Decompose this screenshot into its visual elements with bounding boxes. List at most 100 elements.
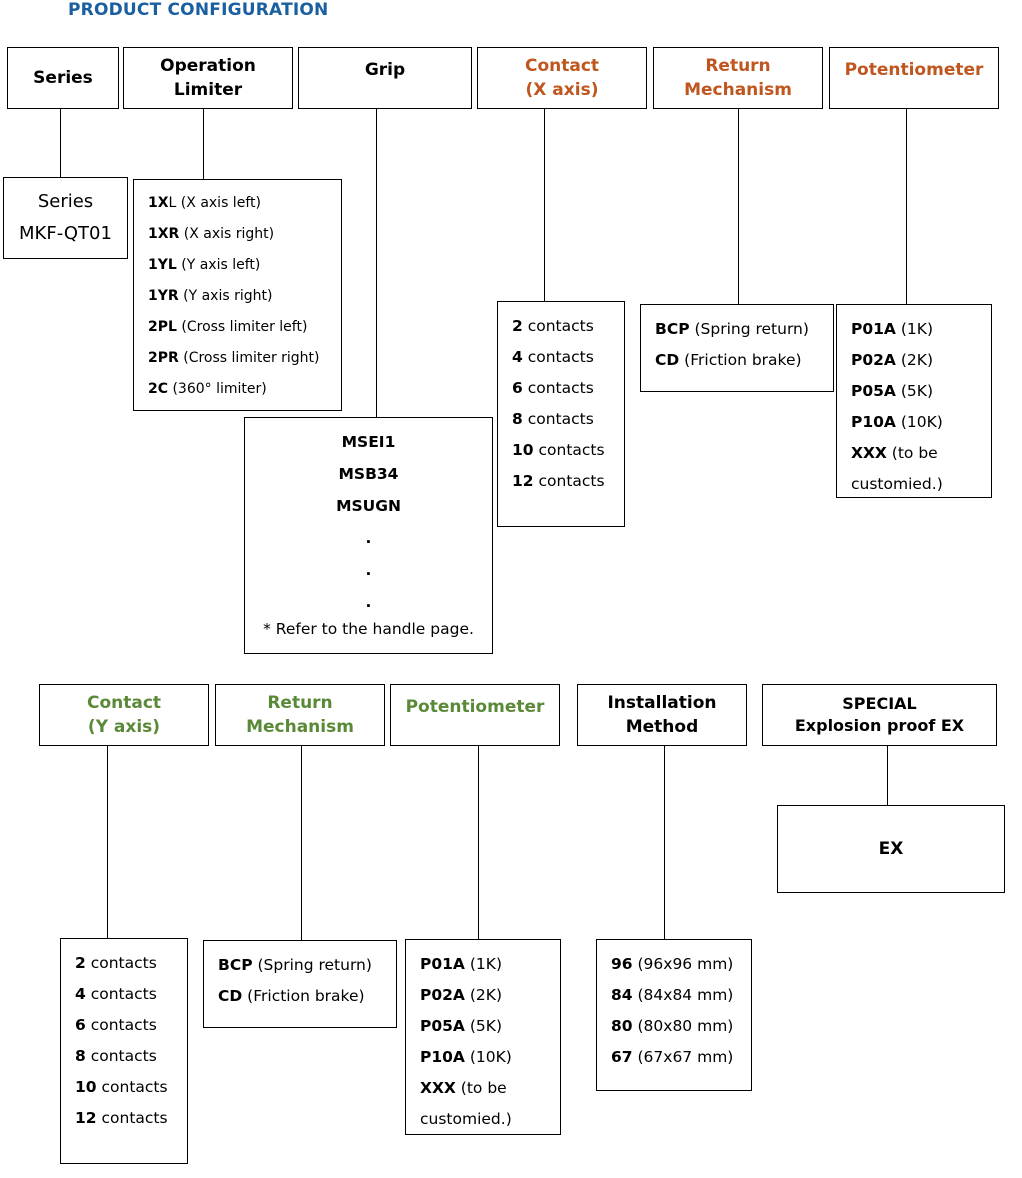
contact-x-header: Contact (X axis) (477, 47, 647, 109)
limiter-option: 2PL (Cross limiter left) (148, 319, 308, 335)
contact-x-option: 8 contacts (512, 410, 594, 428)
return-x-option: CD (Friction brake) (655, 351, 802, 369)
series-header: Series (7, 47, 119, 109)
installation-connector (664, 746, 666, 940)
potentiometer-x-option: P02A (2K) (851, 351, 933, 369)
contact-y-header-line2: (Y axis) (87, 717, 161, 737)
grip-option: MSUGN (336, 497, 401, 515)
potentiometer-y-option: P10A (10K) (420, 1048, 512, 1066)
grip-option: MSB34 (338, 465, 399, 483)
operation-limiter-header-line1: Operation (160, 56, 256, 76)
limiter-option: 1YR (Y axis right) (148, 288, 273, 304)
return-x-connector (738, 109, 740, 304)
contact-y-option: 10 contacts (75, 1078, 168, 1096)
contact-y-header-line1: Contact (86, 693, 162, 713)
potentiometer-y-option-wrap: customied.) (420, 1110, 512, 1128)
potentiometer-x-options: P01A (1K) P02A (2K) P05A (5K) P10A (10K)… (836, 304, 992, 498)
contact-x-options: 2 contacts 4 contacts 6 contacts 8 conta… (497, 301, 625, 527)
operation-limiter-connector (203, 109, 205, 180)
contact-x-option: 12 contacts (512, 472, 605, 490)
return-y-header: Return Mechanism (215, 684, 385, 746)
contact-y-header: Contact (Y axis) (39, 684, 209, 746)
grip-header: Grip (298, 47, 472, 109)
return-y-option: BCP (Spring return) (218, 956, 372, 974)
grip-ellipsis-dot: . (365, 593, 372, 611)
potentiometer-y-options: P01A (1K) P02A (2K) P05A (5K) P10A (10K)… (405, 939, 561, 1135)
contact-x-connector (544, 109, 546, 301)
limiter-option: 1XR (X axis right) (148, 226, 275, 242)
potentiometer-x-header: Potentiometer (829, 47, 999, 109)
grip-header-label: Grip (364, 60, 406, 80)
installation-header-line2: Method (625, 717, 699, 737)
potentiometer-x-option: P05A (5K) (851, 382, 933, 400)
operation-limiter-header: Operation Limiter (123, 47, 293, 109)
contact-x-option: 2 contacts (512, 317, 594, 335)
grip-ellipsis-dot: . (365, 561, 372, 579)
return-x-header-line2: Mechanism (684, 80, 792, 100)
return-x-header: Return Mechanism (653, 47, 823, 109)
contact-y-option: 6 contacts (75, 1016, 157, 1034)
potentiometer-y-connector (478, 746, 480, 940)
potentiometer-x-header-label: Potentiometer (844, 60, 984, 80)
potentiometer-x-option-wrap: customied.) (851, 475, 943, 493)
return-y-header-line2: Mechanism (246, 717, 354, 737)
installation-option: 67 (67x67 mm) (611, 1048, 734, 1066)
return-x-header-line1: Return (705, 56, 771, 76)
page-title: PRODUCT CONFIGURATION (68, 0, 329, 20)
special-header-line2: Explosion proof EX (794, 716, 965, 735)
limiter-option: 1XL (X axis left) (148, 195, 261, 211)
series-option-line2: MKF-QT01 (19, 223, 112, 244)
installation-header-line1: Installation (607, 693, 717, 713)
potentiometer-x-connector (906, 109, 908, 304)
series-option-line1: Series (37, 191, 94, 212)
special-options: EX (777, 805, 1005, 893)
contact-x-header-line1: Contact (524, 56, 600, 76)
series-header-label: Series (33, 68, 93, 88)
series-options: Series MKF-QT01 (3, 177, 128, 259)
return-y-connector (301, 746, 303, 941)
contact-y-option: 8 contacts (75, 1047, 157, 1065)
operation-limiter-options: 1XL (X axis left) 1XR (X axis right) 1YL… (133, 179, 342, 411)
contact-y-option: 4 contacts (75, 985, 157, 1003)
special-connector (887, 746, 889, 806)
potentiometer-y-header: Potentiometer (390, 684, 560, 746)
special-header-line1: SPECIAL (842, 694, 917, 713)
operation-limiter-header-line2: Limiter (173, 80, 243, 100)
return-y-header-line1: Return (267, 693, 333, 713)
contact-x-option: 10 contacts (512, 441, 605, 459)
return-x-options: BCP (Spring return) CD (Friction brake) (640, 304, 834, 392)
special-header: SPECIAL Explosion proof EX (762, 684, 997, 746)
installation-header: Installation Method (577, 684, 747, 746)
limiter-option: 2C (360° limiter) (148, 381, 267, 397)
contact-x-header-line2: (X axis) (525, 80, 599, 100)
contact-y-option: 12 contacts (75, 1109, 168, 1127)
special-option: EX (878, 839, 904, 859)
grip-connector (376, 109, 378, 418)
limiter-option: 1YL (Y axis left) (148, 257, 261, 273)
grip-options: MSEI1 MSB34 MSUGN . . . * Refer to the h… (244, 417, 493, 654)
potentiometer-y-option: P01A (1K) (420, 955, 502, 973)
installation-options: 96 (96x96 mm) 84 (84x84 mm) 80 (80x80 mm… (596, 939, 752, 1091)
grip-ellipsis-dot: . (365, 529, 372, 547)
potentiometer-x-option: P01A (1K) (851, 320, 933, 338)
potentiometer-y-option: P02A (2K) (420, 986, 502, 1004)
installation-option: 80 (80x80 mm) (611, 1017, 734, 1035)
contact-x-option: 6 contacts (512, 379, 594, 397)
potentiometer-y-option: XXX (to be (420, 1079, 507, 1097)
potentiometer-y-option: P05A (5K) (420, 1017, 502, 1035)
contact-x-option: 4 contacts (512, 348, 594, 366)
series-connector (60, 109, 62, 178)
contact-y-connector (107, 746, 109, 939)
limiter-option: 2PR (Cross limiter right) (148, 350, 320, 366)
return-x-option: BCP (Spring return) (655, 320, 809, 338)
installation-option: 84 (84x84 mm) (611, 986, 734, 1004)
return-y-option: CD (Friction brake) (218, 987, 365, 1005)
potentiometer-x-option: XXX (to be (851, 444, 938, 462)
return-y-options: BCP (Spring return) CD (Friction brake) (203, 940, 397, 1028)
grip-note: * Refer to the handle page. (263, 620, 474, 638)
contact-y-options: 2 contacts 4 contacts 6 contacts 8 conta… (60, 938, 188, 1164)
potentiometer-y-header-label: Potentiometer (405, 697, 545, 717)
grip-option: MSEI1 (341, 433, 396, 451)
contact-y-option: 2 contacts (75, 954, 157, 972)
installation-option: 96 (96x96 mm) (611, 955, 734, 973)
